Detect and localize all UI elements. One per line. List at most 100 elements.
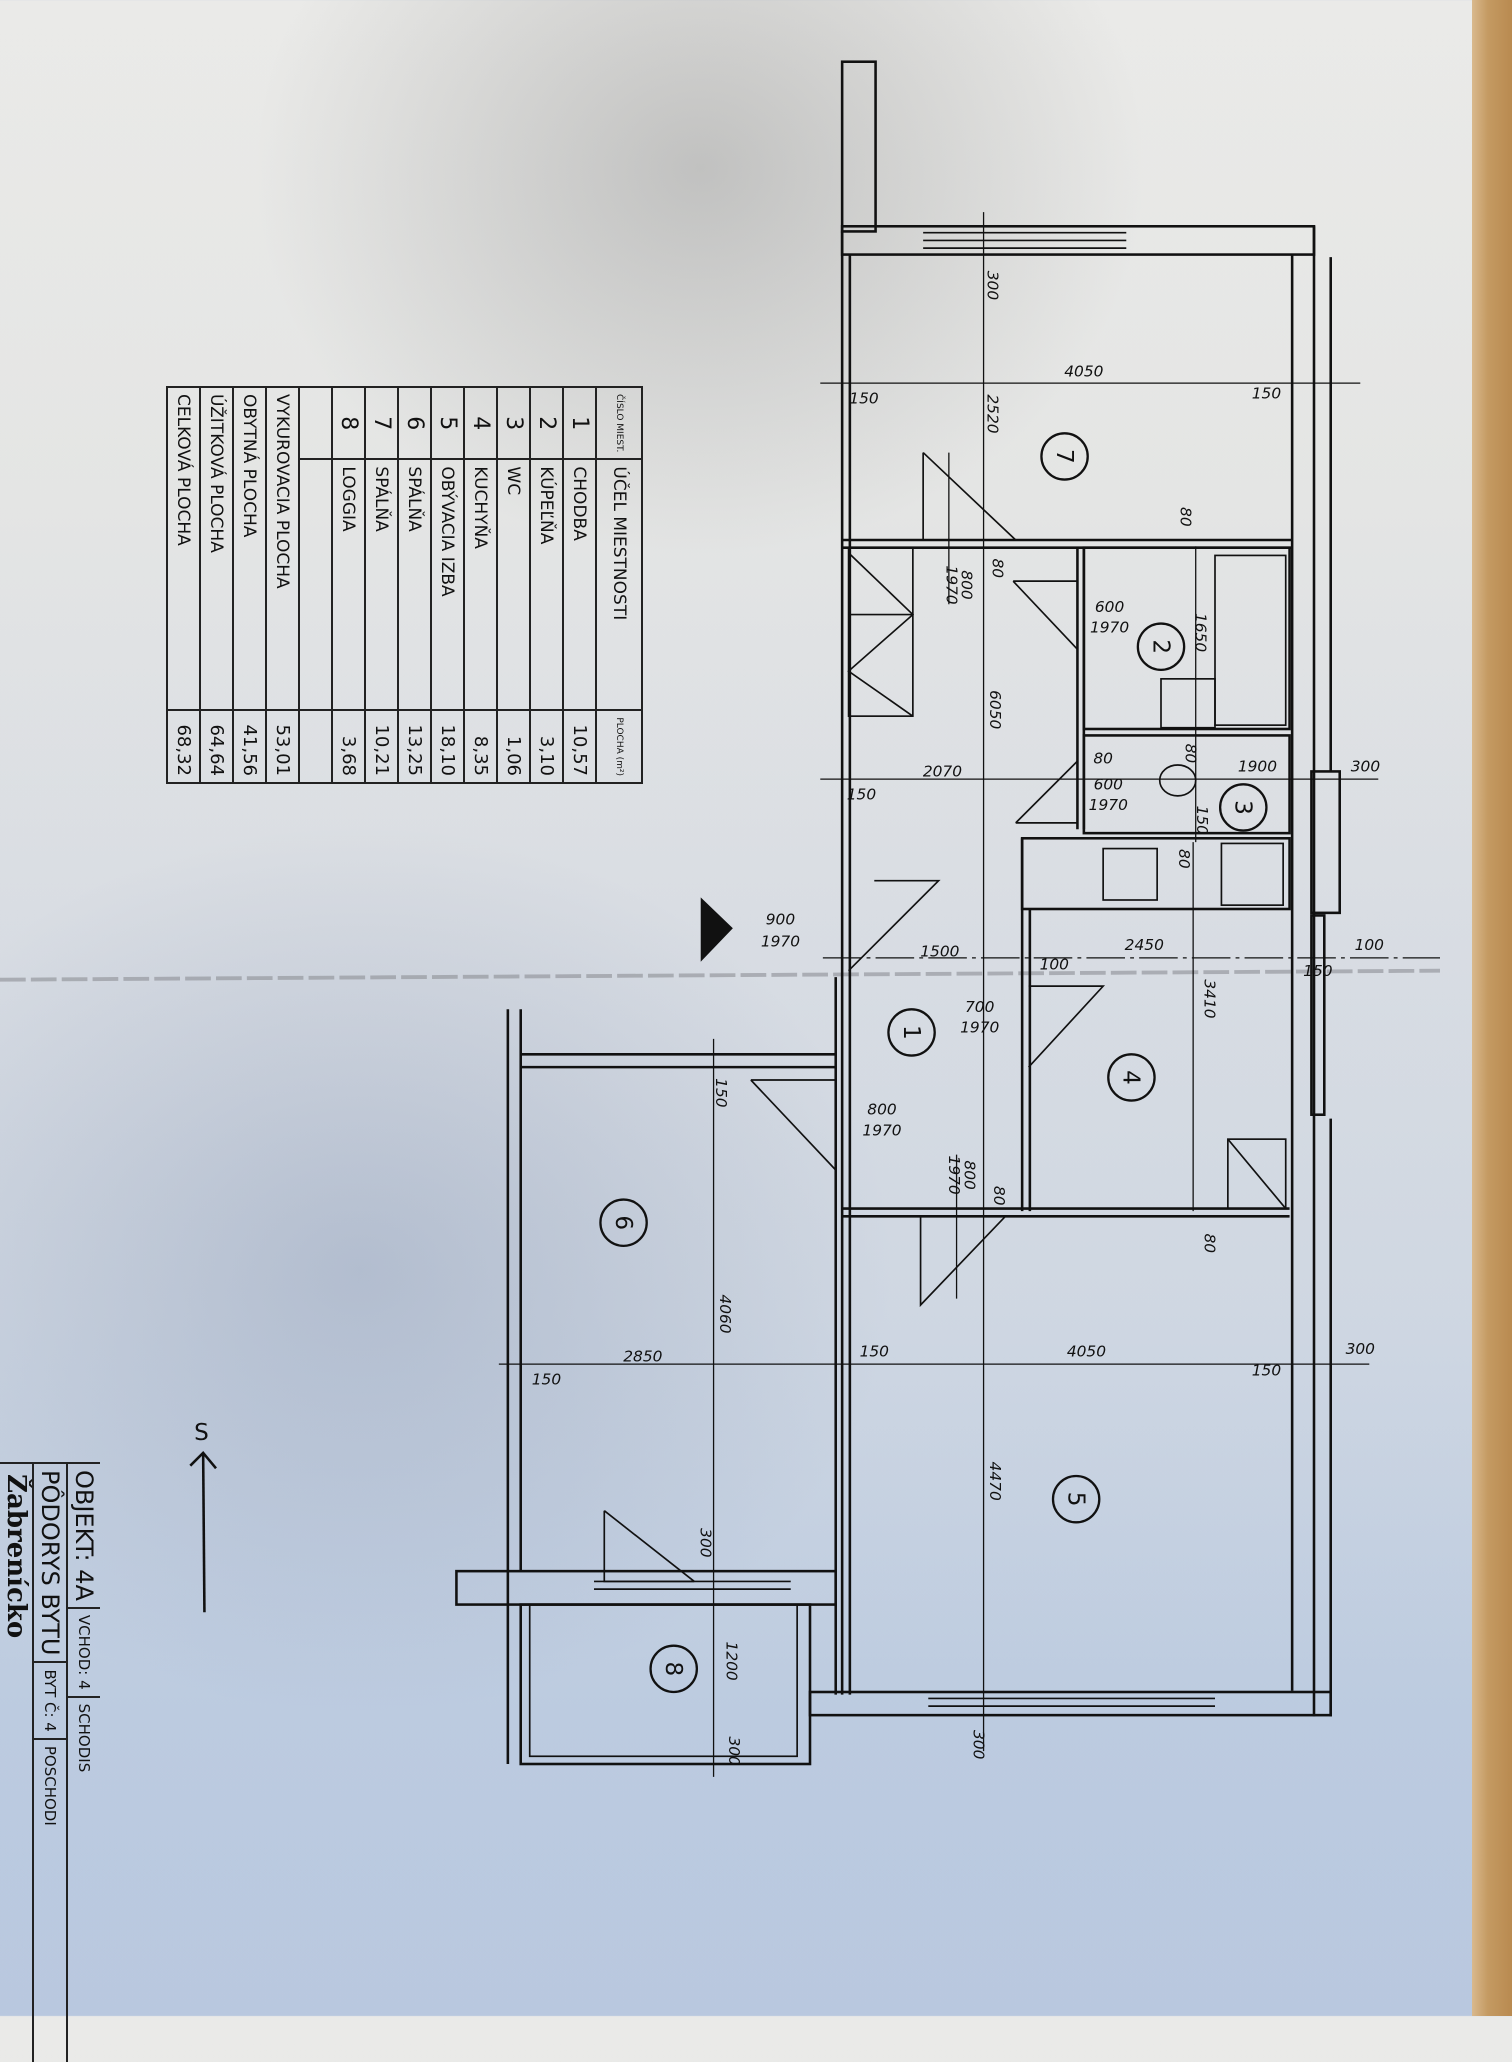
dimension-label: 900: [766, 910, 796, 928]
dimension-label: 2450: [1125, 936, 1164, 954]
dimension-label: 80: [1201, 1233, 1219, 1253]
room-marker-5: 5: [1051, 1474, 1101, 1524]
wc-walls: [1082, 734, 1291, 835]
room-circle: [1218, 783, 1268, 832]
room-area: 10,21: [365, 710, 398, 783]
room-name: OBÝVACIA IZBA: [431, 459, 464, 711]
dimension-label: 150: [1252, 1362, 1282, 1380]
dimension-label: 800: [958, 570, 976, 600]
bathroom-walls: [1082, 546, 1291, 731]
room-marker-6: 6: [599, 1198, 648, 1248]
table-surface-edge: [1472, 0, 1512, 2016]
dimension-label: 300: [983, 271, 1001, 301]
room-name: CHODBA: [563, 459, 596, 711]
dimension-label: 4060: [716, 1294, 734, 1333]
room-circle: [1051, 1474, 1101, 1524]
total-area: 68,32: [167, 710, 200, 783]
dimension-label: 1650: [1192, 613, 1210, 652]
room-circle: [599, 1198, 648, 1248]
room-number-label: 4: [1118, 1070, 1144, 1085]
total-row: ÚŽITKOVÁ PLOCHA 64,64: [200, 387, 233, 783]
wall-bottom: [808, 1690, 1332, 1717]
wardrobe: [847, 546, 914, 717]
dimension-label: 600: [1095, 598, 1125, 616]
dimension-label: 800: [867, 1101, 897, 1119]
room-marker-2: 2: [1136, 622, 1186, 672]
drawing-title: PÔDORYS BYTU: [34, 1462, 66, 1662]
dimension-label: 1970: [1089, 796, 1128, 814]
table-row: 7 SPÁLŇA 10,21: [365, 387, 398, 783]
room-marker-4: 4: [1107, 1053, 1156, 1102]
table-row: 3 WC 1,06: [497, 387, 530, 783]
room-number-label: 7: [1051, 449, 1077, 464]
room-name: SPÁLŇA: [365, 459, 398, 711]
dimension-label: 300: [697, 1528, 715, 1558]
dimension-label: 300: [969, 1730, 987, 1760]
header-room-number: ČÍSLO MIEST.: [596, 387, 642, 460]
dimension-label: 300: [1346, 1340, 1376, 1358]
total-row: OBYTNÁ PLOCHA 41,56: [233, 387, 266, 783]
dimension-label: 600: [1094, 775, 1124, 793]
north-arrow-icon: [201, 1452, 206, 1613]
dimension-lines: [498, 212, 1440, 1777]
dimension-label: 100: [1040, 955, 1070, 973]
room-name: SPÁLŇA: [398, 459, 431, 711]
table-row: 4 KUCHYŇA 8,35: [464, 387, 497, 783]
total-label: OBYTNÁ PLOCHA: [233, 387, 266, 711]
room-number: 3: [497, 387, 530, 460]
dimension-label: 150: [1252, 385, 1282, 403]
room-name: LOGGIA: [332, 459, 365, 711]
room-area: 10,57: [563, 710, 596, 783]
dimension-label: 150: [860, 1342, 890, 1360]
room-number: 4: [464, 387, 497, 460]
total-label: VYKUROVACIA PLOCHA: [266, 387, 299, 711]
dimension-label: 150: [847, 786, 877, 804]
dimension-label: 1970: [942, 565, 960, 604]
dimension-label: 3410: [1201, 979, 1219, 1018]
total-row: CELKOVÁ PLOCHA 68,32: [167, 387, 200, 783]
balcony-door-wall: [455, 1569, 838, 1606]
room-area: 1,06: [497, 710, 530, 783]
room-number-label: 5: [1062, 1492, 1088, 1507]
dimension-label: 80: [1181, 744, 1199, 764]
room-number-label: 8: [660, 1661, 686, 1676]
dimension-label: 4050: [1067, 1342, 1106, 1360]
dimension-label: 1970: [960, 1018, 999, 1036]
walls: [455, 60, 1341, 1766]
title-block: OBJEKT: 4A VCHOD: 4 SCHODIS PÔDORYS BYTU…: [0, 1462, 100, 2062]
room-number: 5: [431, 387, 464, 460]
room-area-table: ČÍSLO MIEST. ÚČEL MIESTNOSTI PLOCHA (m²)…: [166, 386, 643, 784]
header-area: PLOCHA (m²): [596, 710, 642, 783]
room-number: 1: [563, 387, 596, 460]
pantry: [1227, 1138, 1287, 1210]
room-circle: [887, 1008, 936, 1057]
handwritten-note: Žabrenícko: [0, 1462, 32, 1645]
dimension-label: 1500: [920, 943, 959, 961]
door-swings: [603, 451, 1106, 1583]
room-marker-1: 1: [887, 1008, 936, 1057]
dimension-label: 100: [1355, 936, 1385, 954]
dimension-label: 2520: [983, 394, 1001, 433]
dimension-label: 1900: [1238, 757, 1277, 775]
dimension-label: 4050: [1064, 363, 1103, 381]
total-label: ÚŽITKOVÁ PLOCHA: [200, 387, 233, 711]
dimension-label: 80: [990, 1186, 1008, 1206]
room-number-label: 2: [1147, 639, 1173, 654]
dimension-label: 2070: [923, 763, 962, 781]
washbasin: [1160, 678, 1216, 729]
north-arrow-label: S: [194, 1420, 209, 1446]
kitchen-sink: [1220, 842, 1284, 906]
total-area: 64,64: [200, 710, 233, 783]
dimension-label: 1970: [862, 1121, 901, 1139]
loggia-walls: [519, 1603, 812, 1766]
room-circle: [649, 1644, 699, 1694]
room-circle: [1107, 1053, 1156, 1102]
table-row: 2 KÚPEĽŇA 3,10: [530, 387, 563, 783]
room-number-label: 1: [898, 1025, 924, 1040]
room-number-label: 6: [610, 1215, 636, 1230]
room-number-label: 3: [1230, 800, 1256, 815]
room-circle: [1040, 432, 1089, 481]
room-name: KÚPEĽŇA: [530, 459, 563, 711]
dimension-label: 1970: [1090, 619, 1129, 637]
